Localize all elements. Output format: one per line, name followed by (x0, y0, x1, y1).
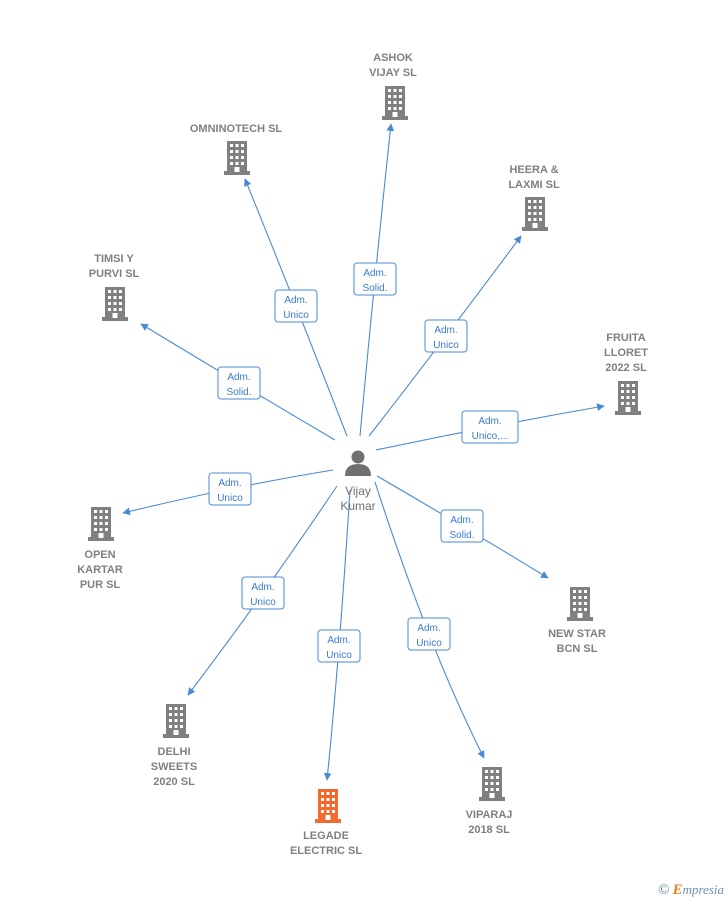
company-node-omninotech[interactable]: OMNINOTECH SL (190, 123, 283, 175)
role-box-frame (407, 617, 451, 651)
role-box-frame (241, 576, 285, 610)
role-text-line: Unico,... (472, 431, 509, 442)
role-text-line: Adm. (284, 295, 307, 306)
company-label-fruita: 2022 SL (605, 362, 647, 374)
company-label-heera: HEERA & (509, 164, 558, 176)
company-node-newstar[interactable]: NEW STAR BCN SL (548, 587, 606, 655)
company-label-omninotech: OMNINOTECH SL (190, 123, 283, 135)
role-text-line: Adm. (218, 478, 241, 489)
role-text-line: Adm. (363, 268, 386, 279)
role-box-frame (461, 410, 519, 444)
role-box-ashok[interactable]: Adm. Solid. (353, 262, 397, 296)
role-text-line: Adm. (478, 416, 501, 427)
brand-logo: ©Empresia (658, 882, 724, 899)
role-box-omninotech[interactable]: Adm. Unico (274, 289, 318, 323)
role-text-line: Unico (416, 638, 442, 649)
role-text-line: Solid. (226, 387, 251, 398)
building-icon (163, 704, 189, 738)
role-box-frame (353, 262, 397, 296)
company-label-fruita: LLORET (604, 347, 648, 359)
role-box-heera[interactable]: Adm. Unico (424, 319, 468, 353)
company-label-newstar: NEW STAR (548, 628, 606, 640)
role-text-line: Adm. (417, 623, 440, 634)
company-label-delhi: 2020 SL (153, 776, 195, 788)
company-label-delhi: DELHI (158, 746, 191, 758)
role-text-line: Solid. (362, 283, 387, 294)
company-label-timsi: TIMSI Y (94, 253, 134, 265)
company-label-open: PUR SL (80, 579, 121, 591)
building-icon (88, 507, 114, 541)
company-node-ashok[interactable]: ASHOK VIJAY SL (369, 52, 417, 120)
role-box-legade[interactable]: Adm. Unico (317, 629, 361, 663)
building-icon (102, 287, 128, 321)
building-icon (615, 381, 641, 415)
company-node-legade[interactable]: LEGADE ELECTRIC SL (290, 789, 362, 857)
role-box-frame (217, 366, 261, 400)
role-text-line: Adm. (434, 325, 457, 336)
company-label-legade: LEGADE (303, 830, 349, 842)
role-box-newstar[interactable]: Adm. Solid. (440, 509, 484, 543)
company-label-ashok: VIJAY SL (369, 67, 417, 79)
company-node-open[interactable]: OPEN KARTAR PUR SL (77, 507, 123, 591)
role-text-line: Adm. (251, 582, 274, 593)
role-text-line: Adm. (327, 635, 350, 646)
company-label-fruita: FRUITA (606, 332, 646, 344)
building-icon (315, 789, 341, 823)
role-box-open[interactable]: Adm. Unico (208, 472, 252, 506)
company-node-viparaj[interactable]: VIPARAJ 2018 SL (466, 767, 513, 836)
brand-name: mpresia (682, 882, 724, 897)
building-icon (522, 197, 548, 231)
company-label-newstar: BCN SL (557, 643, 598, 655)
role-text-line: Unico (217, 493, 243, 504)
role-text-line: Adm. (450, 515, 473, 526)
role-text-line: Unico (283, 310, 309, 321)
role-box-frame (424, 319, 468, 353)
role-text-line: Unico (326, 650, 352, 661)
company-label-heera: LAXMI SL (508, 179, 560, 191)
role-box-fruita[interactable]: Adm. Unico,... (461, 410, 519, 444)
copyright-icon: © (658, 882, 670, 898)
brand-initial: E (672, 882, 683, 898)
building-icon (382, 86, 408, 120)
company-label-viparaj: VIPARAJ (466, 809, 513, 821)
roles-layer: Adm.Solid.Adm.UnicoAdm.UnicoAdm.Solid.Ad… (208, 262, 519, 663)
building-icon (224, 141, 250, 175)
role-text-line: Unico (250, 597, 276, 608)
role-box-frame (317, 629, 361, 663)
building-icon (567, 587, 593, 621)
person-icon (345, 450, 371, 476)
role-box-timsi[interactable]: Adm. Solid. (217, 366, 261, 400)
person-head (351, 450, 365, 464)
nodes-layer: ASHOK VIJAY SL OMNINOTECH SL HEERA & LAXMI S… (77, 52, 648, 857)
company-label-timsi: PURVI SL (89, 268, 140, 280)
role-box-delhi[interactable]: Adm. Unico (241, 576, 285, 610)
company-label-delhi: SWEETS (151, 761, 197, 773)
company-node-fruita[interactable]: FRUITA LLORET 2022 SL (604, 332, 648, 415)
company-node-timsi[interactable]: TIMSI Y PURVI SL (89, 253, 140, 321)
person-name-line: Vijay (345, 484, 371, 498)
company-label-open: OPEN (84, 549, 115, 561)
role-box-frame (274, 289, 318, 323)
role-text-line: Adm. (227, 372, 250, 383)
person-name-line: Kumar (340, 499, 375, 513)
role-text-line: Solid. (449, 530, 474, 541)
company-label-ashok: ASHOK (373, 52, 413, 64)
building-icon (479, 767, 505, 801)
role-box-viparaj[interactable]: Adm. Unico (407, 617, 451, 651)
role-text-line: Unico (433, 340, 459, 351)
company-node-delhi[interactable]: DELHI SWEETS 2020 SL (151, 704, 197, 788)
company-label-open: KARTAR (77, 564, 123, 576)
company-label-viparaj: 2018 SL (468, 824, 510, 836)
person-body (345, 464, 371, 476)
company-label-legade: ELECTRIC SL (290, 845, 362, 857)
company-node-heera[interactable]: HEERA & LAXMI SL (508, 164, 560, 231)
role-box-frame (440, 509, 484, 543)
role-box-frame (208, 472, 252, 506)
